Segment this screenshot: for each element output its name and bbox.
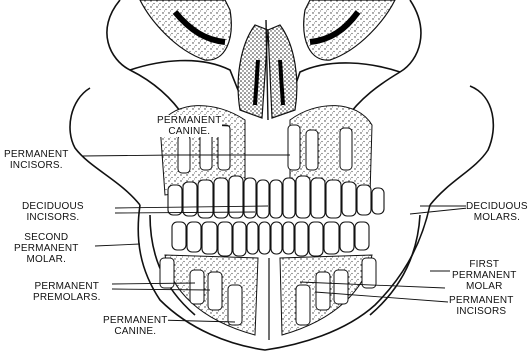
nasal-cavity	[238, 20, 297, 120]
left-orbit	[140, 0, 231, 60]
label-permanent-canine-bottom: PERMANENT CANINE.	[103, 315, 168, 337]
right-orbit	[304, 0, 395, 60]
label-permanent-premolars: PERMANENT PREMOLARS.	[33, 281, 101, 303]
label-deciduous-incisors: DECIDUOUS INCISORS.	[22, 201, 84, 223]
label-permanent-incisors-left: PERMANENT INCISORS.	[4, 149, 69, 171]
label-deciduous-molars: DECIDUOUS MOLARS.	[466, 201, 528, 223]
lower-teeth	[172, 222, 369, 256]
label-permanent-canine-top: PERMANENT CANINE.	[157, 115, 222, 137]
label-permanent-incisors-right: PERMANENT INCISORS	[449, 295, 514, 317]
label-second-permanent-molar: SECOND PERMANENT MOLAR.	[14, 232, 79, 265]
label-first-permanent-molar: FIRST PERMANENT MOLAR	[452, 259, 517, 292]
upper-teeth	[168, 176, 384, 218]
